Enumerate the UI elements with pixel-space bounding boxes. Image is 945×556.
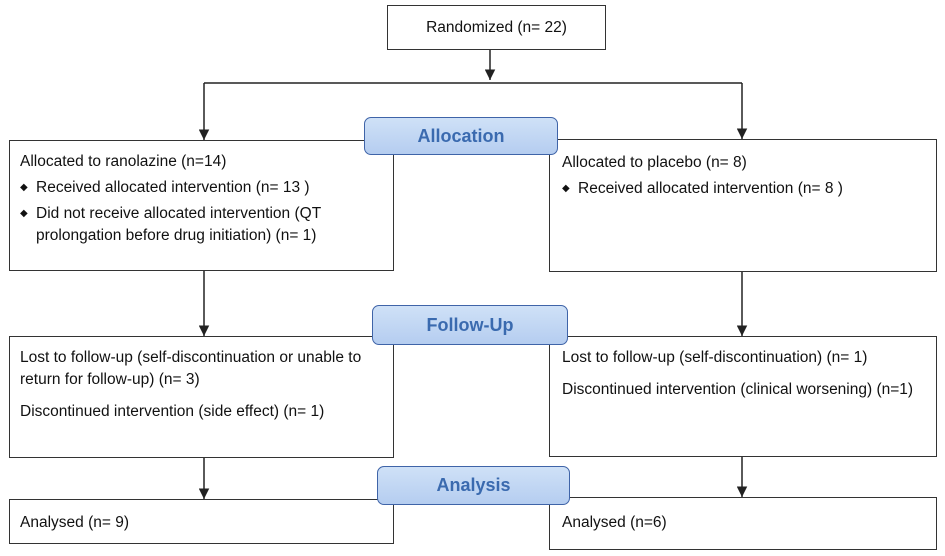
ranolazine-received-text: Received allocated intervention (n= 13 ) — [36, 179, 310, 196]
ranolazine-not-received-text: Did not receive allocated intervention (… — [36, 205, 321, 244]
analysis-label: Analysis — [436, 475, 511, 495]
placebo-received-text: Received allocated intervention (n= 8 ) — [578, 180, 843, 197]
followup-stage-label: Follow-Up — [372, 305, 568, 345]
randomized-label: Randomized (n= 22) — [426, 18, 567, 36]
ranolazine-bullet-not-received: ◆ Did not receive allocated intervention… — [20, 203, 383, 247]
placebo-discontinued-text: Discontinued intervention (clinical wors… — [562, 381, 914, 398]
followup-label: Follow-Up — [426, 314, 514, 335]
placebo-analysed-text: Analysed (n=6) — [562, 514, 667, 531]
ranolazine-lost-text: Lost to follow-up (self-discontinuation … — [20, 349, 362, 388]
ranolazine-allocated-text: Allocated to ranolazine (n=14) — [20, 153, 227, 170]
ranolazine-analysis-box: Analysed (n= 9) — [9, 499, 394, 544]
randomized-box: Randomized (n= 22) — [387, 5, 606, 50]
placebo-allocated-text: Allocated to placebo (n= 8) — [562, 154, 747, 171]
placebo-allocation-box: Allocated to placebo (n= 8) ◆ Received a… — [549, 139, 937, 272]
bullet-diamond-icon: ◆ — [562, 183, 570, 194]
placebo-followup-box: Lost to follow-up (self-discontinuation)… — [549, 336, 937, 457]
placebo-analysis-box: Analysed (n=6) — [549, 497, 937, 550]
ranolazine-bullet-received: ◆ Received allocated intervention (n= 13… — [20, 177, 383, 199]
bullet-diamond-icon: ◆ — [20, 208, 28, 219]
placebo-bullet-received: ◆ Received allocated intervention (n= 8 … — [562, 178, 926, 200]
placebo-lost-text: Lost to follow-up (self-discontinuation)… — [562, 349, 868, 366]
allocation-label: Allocation — [417, 125, 505, 146]
ranolazine-discontinued-text: Discontinued intervention (side effect) … — [20, 403, 325, 420]
bullet-diamond-icon: ◆ — [20, 182, 28, 193]
ranolazine-allocation-box: Allocated to ranolazine (n=14) ◆ Receive… — [9, 140, 394, 271]
allocation-stage-label: Allocation — [364, 117, 558, 155]
ranolazine-followup-box: Lost to follow-up (self-discontinuation … — [9, 336, 394, 458]
analysis-stage-label: Analysis — [377, 466, 570, 505]
ranolazine-analysed-text: Analysed (n= 9) — [20, 514, 129, 531]
